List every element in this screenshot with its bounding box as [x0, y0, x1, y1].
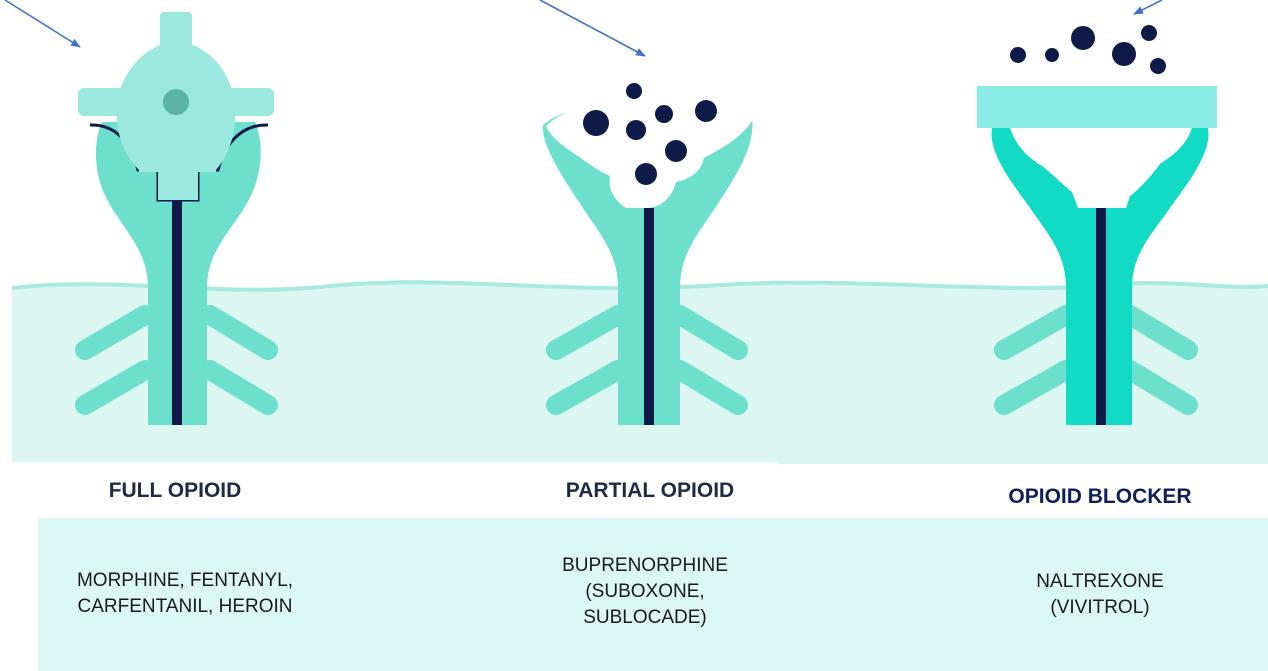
drug-line: CARFENTANIL, HEROIN [30, 594, 340, 620]
label-partial-opioid: PARTIAL OPIOID [530, 479, 770, 503]
drug-line: MORPHINE, FENTANYL, [30, 568, 340, 594]
drugs-full-opioid: MORPHINE, FENTANYL, CARFENTANIL, HEROIN [30, 568, 340, 620]
arrow-blocker [1134, 0, 1162, 14]
blocker-molecules [1010, 25, 1166, 74]
arrow-full [5, 0, 80, 47]
blocker-bar [977, 86, 1217, 128]
drug-line: BUPRENORPHINE [540, 553, 750, 579]
membrane-right [778, 283, 1268, 464]
drug-line: (SUBOXONE, [540, 579, 750, 605]
ligand-core-dot [163, 89, 189, 115]
arrow-partial [540, 0, 645, 56]
drugs-partial-opioid: BUPRENORPHINE (SUBOXONE, SUBLOCADE) [540, 553, 750, 631]
drug-line: (VIVITROL) [995, 595, 1205, 621]
label-full-opioid: FULL OPIOID [80, 479, 270, 503]
drugs-opioid-blocker: NALTREXONE (VIVITROL) [995, 569, 1205, 621]
drug-line: SUBLOCADE) [540, 605, 750, 631]
label-opioid-blocker: OPIOID BLOCKER [980, 485, 1220, 509]
drug-line: NALTREXONE [995, 569, 1205, 595]
